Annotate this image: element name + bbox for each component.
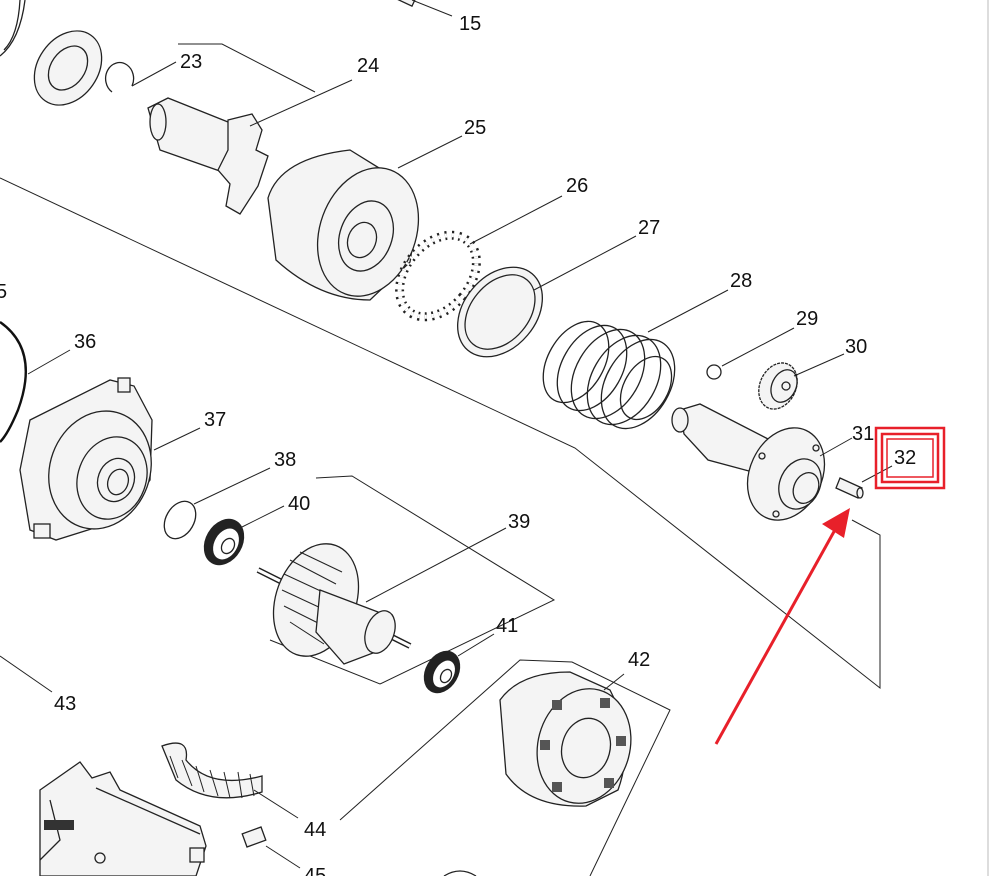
part-28-spring bbox=[542, 289, 729, 430]
label-part-35: 5 bbox=[0, 281, 7, 303]
part-30-gear bbox=[758, 353, 845, 410]
part-38-o-ring bbox=[163, 467, 271, 540]
label-part-29: 29 bbox=[796, 308, 818, 330]
part-37-bearing-retainer bbox=[19, 349, 201, 541]
part-27-washer bbox=[457, 235, 637, 358]
label-part-31: 31 bbox=[852, 423, 874, 445]
label-part-44: 44 bbox=[304, 819, 326, 841]
label-part-25: 25 bbox=[464, 117, 486, 139]
label-part-24: 24 bbox=[357, 55, 379, 77]
label-part-15: 15 bbox=[459, 13, 481, 35]
part-24-anvil bbox=[147, 43, 353, 215]
label-part-42: 42 bbox=[628, 649, 650, 671]
thrust-washer bbox=[33, 30, 103, 106]
label-part-45: 45 bbox=[304, 865, 326, 876]
label-part-41: 41 bbox=[496, 615, 518, 637]
label-part-32: 32 bbox=[894, 447, 916, 469]
part-23-retaining-ring bbox=[104, 61, 177, 93]
assembly-guide-line bbox=[0, 177, 881, 690]
part-25-hammer bbox=[267, 135, 463, 301]
label-part-23: 23 bbox=[180, 51, 202, 73]
label-part-43: 43 bbox=[54, 693, 76, 715]
part-45-clip bbox=[241, 826, 301, 869]
part-40-bearing bbox=[203, 475, 556, 685]
part-31-spindle bbox=[671, 403, 853, 521]
housing-fragment-top-left bbox=[0, 0, 26, 57]
label-part-26: 26 bbox=[566, 175, 588, 197]
label-part-27: 27 bbox=[638, 217, 660, 239]
label-part-37: 37 bbox=[204, 409, 226, 431]
part-43-leader bbox=[0, 655, 53, 693]
label-part-39: 39 bbox=[508, 511, 530, 533]
label-part-28: 28 bbox=[730, 270, 752, 292]
label-part-36: 36 bbox=[74, 331, 96, 353]
label-part-38: 38 bbox=[274, 449, 296, 471]
part-29-o-ring bbox=[706, 327, 795, 380]
part-35-o-ring-fragment bbox=[0, 321, 28, 443]
motor-housing-bottom-left bbox=[39, 761, 207, 876]
part-41-bearing bbox=[423, 633, 495, 694]
red-pointer-arrow bbox=[714, 508, 850, 745]
part-39-rotor bbox=[256, 527, 507, 665]
part-26-steel-ball-ring bbox=[395, 195, 563, 322]
part-fragment-bottom bbox=[443, 870, 477, 876]
part-15-washer bbox=[396, 0, 453, 17]
label-part-30: 30 bbox=[845, 336, 867, 358]
label-part-40: 40 bbox=[288, 493, 310, 515]
part-44-terminal-band bbox=[161, 742, 299, 819]
part-42-stator bbox=[339, 659, 671, 876]
highlight-box-part-32[interactable] bbox=[874, 426, 946, 490]
